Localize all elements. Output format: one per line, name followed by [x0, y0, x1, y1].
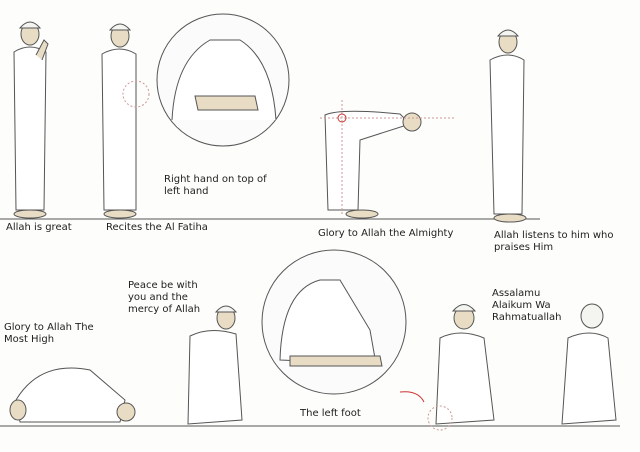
inset-left-foot [261, 249, 407, 395]
step-label-salam: Assalamu Alaikum Wa Rahmatuallah [492, 288, 562, 323]
step-label-bowing: Glory to Allah the Almighty [318, 228, 454, 239]
inset-caption-hands: Right hand on top of left hand [164, 174, 267, 197]
figure-bowing [320, 100, 455, 219]
figure-recites-fatiha [101, 23, 150, 219]
figure-prostrating [9, 367, 136, 423]
figure-sitting [187, 305, 243, 425]
inset-hands-folded [156, 13, 290, 147]
step-label-allah-is-great: Allah is great [6, 222, 72, 233]
figure-allah-is-great [13, 21, 49, 219]
step-label-standing: Allah listens to him who praises Him [494, 230, 614, 253]
figure-salam-right [427, 304, 495, 431]
figure-standing [489, 29, 527, 223]
figure-salam-left [561, 303, 617, 425]
arrow-icon [399, 391, 425, 403]
inset-caption-foot: The left foot [300, 408, 361, 419]
step-label-recites-fatiha: Recites the Al Fatiha [106, 222, 208, 233]
step-label-prostrating: Glory to Allah The Most High [4, 322, 94, 345]
step-label-sitting: Peace be with you and the mercy of Allah [128, 280, 201, 315]
